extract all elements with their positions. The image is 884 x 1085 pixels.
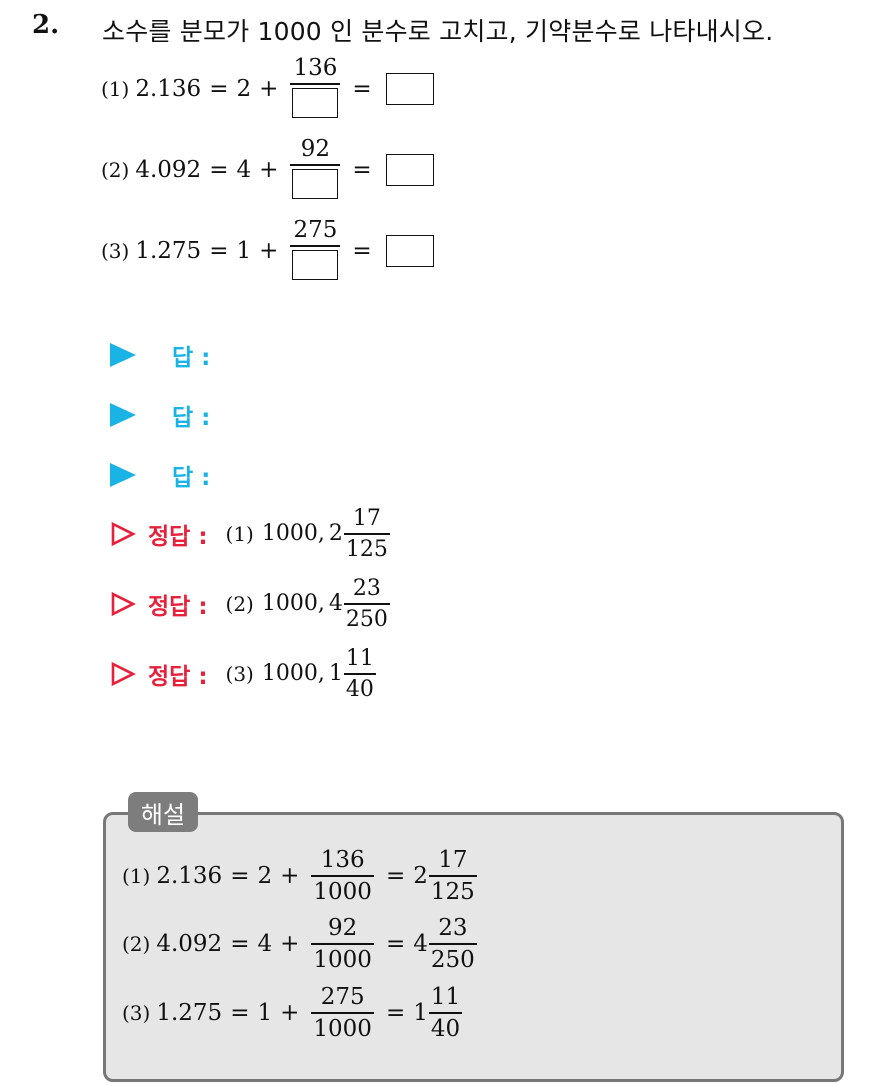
- correct-label: 정답 :: [148, 523, 208, 550]
- answer-label: 답 :: [172, 405, 211, 431]
- mixed-number: 1 11 40: [328, 646, 376, 702]
- correct-prefix: 1000,: [261, 591, 325, 617]
- outline-triangle-icon: [111, 661, 136, 686]
- item-decimal: 1.275: [135, 238, 202, 265]
- item-fraction: 275: [290, 217, 341, 285]
- numerator: 136: [293, 55, 338, 81]
- mixed-number: 2 17 125: [328, 506, 390, 562]
- result-blank[interactable]: [385, 73, 434, 106]
- numerator: 275: [293, 217, 338, 243]
- item-whole: 1: [236, 238, 252, 265]
- item-decimal: 4.092: [135, 157, 202, 184]
- answer-row-3[interactable]: 답 :: [110, 458, 210, 492]
- correct-prefix: 1000,: [261, 521, 325, 547]
- explanation-line-3: (3) 1.275 = 1 + 275 1000 = 1 11 40: [122, 984, 463, 1042]
- correct-answer-3: 정답 : (3) 1000, 1 11 40: [110, 647, 380, 701]
- item-label: (3): [101, 239, 130, 264]
- item-fraction: 92: [290, 136, 341, 204]
- correct-item-label: (1): [225, 521, 254, 546]
- correct-label: 정답 :: [148, 663, 208, 690]
- denominator-blank[interactable]: [292, 249, 339, 280]
- correct-answer-2: 정답 : (2) 1000, 4 23 250: [110, 577, 394, 631]
- item-1: (1) 2.136 = 2 + 136 =: [101, 56, 434, 123]
- numerator: 92: [300, 136, 331, 162]
- explanation-line-1: (1) 2.136 = 2 + 136 1000 = 2 17 125: [122, 847, 477, 905]
- correct-label: 정답 :: [148, 593, 208, 620]
- play-arrow-icon: [110, 463, 136, 487]
- question-text: 소수를 분모가 1000 인 분수로 고치고, 기약분수로 나타내시오.: [102, 17, 774, 46]
- item-whole: 4: [236, 157, 252, 184]
- play-arrow-icon: [110, 343, 136, 367]
- correct-answer-1: 정답 : (1) 1000, 2 17 125: [110, 507, 394, 561]
- correct-item-label: (2): [225, 591, 254, 616]
- outline-triangle-icon: [111, 591, 136, 616]
- item-whole: 2: [236, 76, 252, 103]
- correct-item-label: (3): [225, 661, 254, 686]
- answer-row-1[interactable]: 답 :: [110, 338, 210, 372]
- item-2: (2) 4.092 = 4 + 92 =: [101, 137, 434, 204]
- question-number: 2.: [32, 10, 60, 40]
- answer-row-2[interactable]: 답 :: [110, 398, 210, 432]
- answer-label: 답 :: [172, 345, 211, 371]
- answer-label: 답 :: [172, 465, 211, 491]
- item-fraction: 136: [290, 55, 341, 123]
- explanation-line-2: (2) 4.092 = 4 + 92 1000 = 4 23 250: [122, 915, 477, 973]
- mixed-number: 4 23 250: [328, 576, 390, 632]
- item-label: (2): [101, 158, 130, 183]
- item-label: (1): [101, 77, 130, 102]
- denominator-blank[interactable]: [292, 168, 339, 199]
- explanation-box: [103, 812, 844, 1082]
- correct-prefix: 1000,: [261, 661, 325, 687]
- item-decimal: 2.136: [135, 76, 202, 103]
- explanation-tab: 해설: [128, 792, 198, 832]
- item-3: (3) 1.275 = 1 + 275 =: [101, 218, 434, 285]
- play-arrow-icon: [110, 403, 136, 427]
- outline-triangle-icon: [111, 521, 136, 546]
- denominator-blank[interactable]: [292, 87, 339, 118]
- result-blank[interactable]: [385, 235, 434, 268]
- result-blank[interactable]: [385, 154, 434, 187]
